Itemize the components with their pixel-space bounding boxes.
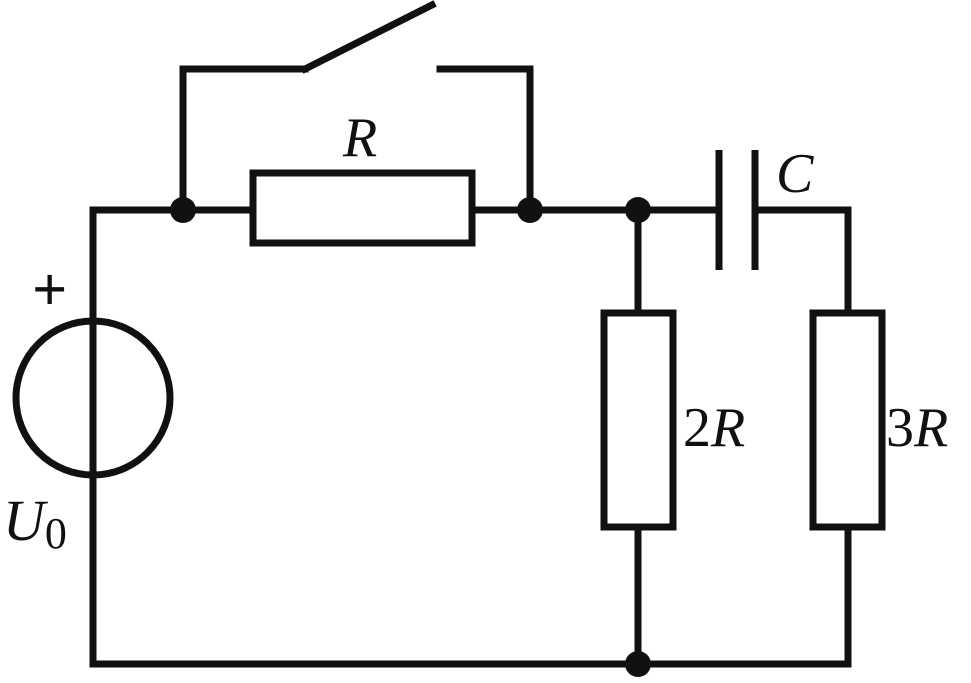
resistor-3r: [809, 309, 886, 531]
label-resistor-2r: 2R: [683, 397, 745, 459]
junction-node-a: [170, 197, 196, 223]
label-resistor-3r: 3R: [886, 397, 948, 459]
label-resistor-2r-symbol: R: [710, 397, 745, 459]
label-resistor-top: R: [342, 107, 377, 169]
junction-node-b: [517, 197, 543, 223]
label-resistor-2r-coef: 2: [683, 397, 711, 459]
junction-node-bottom: [625, 651, 651, 677]
label-source-symbol: U: [3, 488, 49, 553]
wire-switch-left: [179, 65, 309, 214]
junction-node-d: [625, 197, 651, 223]
label-capacitor: C: [776, 143, 814, 205]
label-source-polarity: +: [32, 256, 67, 324]
label-source-subscript: 0: [45, 509, 67, 558]
resistor-top: [249, 169, 476, 247]
label-source: U0: [3, 488, 67, 558]
label-resistor-3r-coef: 3: [886, 397, 914, 459]
wire-cap-to-right: [751, 206, 852, 317]
switch-blade: [300, 0, 437, 74]
wire-switch-right: [436, 65, 534, 214]
wires: [89, 65, 852, 668]
capacitor: [715, 150, 759, 270]
resistor-2r: [600, 309, 677, 531]
label-resistor-3r-symbol: R: [913, 397, 948, 459]
